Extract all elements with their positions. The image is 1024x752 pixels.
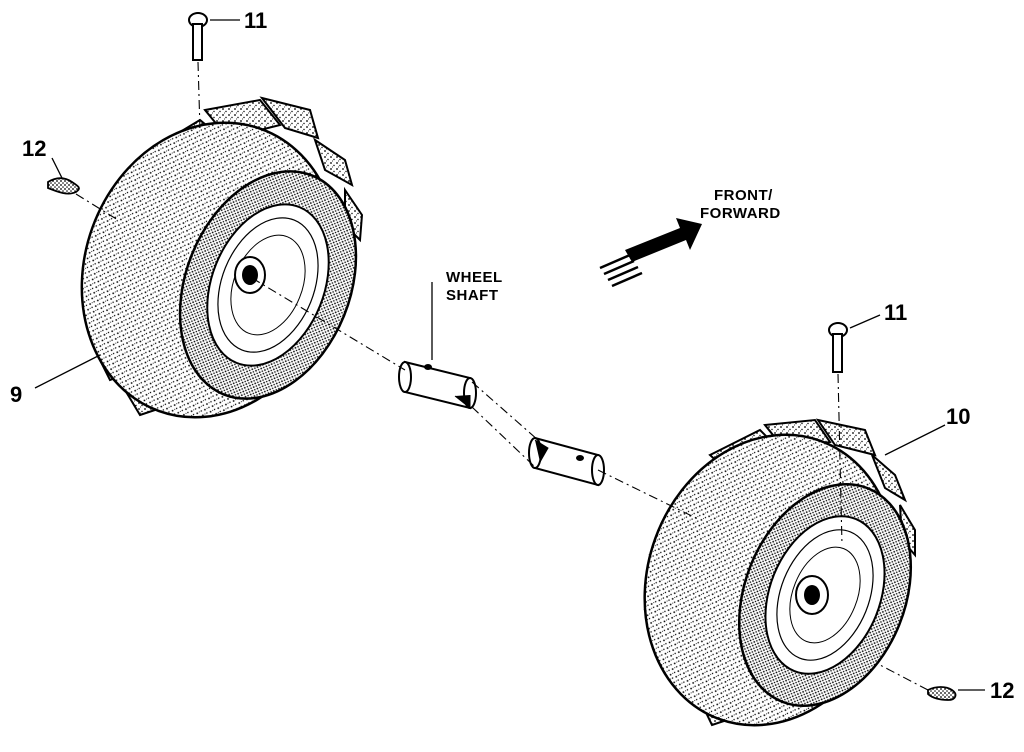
pin-top-left bbox=[188, 12, 208, 131]
forward-arrow-icon bbox=[599, 218, 702, 288]
left-wheel bbox=[80, 96, 364, 419]
clip-left bbox=[47, 177, 119, 221]
callout-10: 10 bbox=[946, 404, 970, 429]
wheel-shaft bbox=[398, 360, 605, 487]
callout-11-right: 11 bbox=[884, 300, 907, 325]
callout-9: 9 bbox=[10, 382, 22, 407]
wheel-shaft-part-b bbox=[528, 436, 605, 487]
wheel-shaft-label-line1: WHEEL bbox=[446, 269, 503, 286]
axle-centerline-left bbox=[251, 277, 406, 371]
wheel-shaft-label-line2: SHAFT bbox=[446, 287, 499, 304]
front-label-line1: FRONT/ bbox=[714, 187, 773, 204]
clip-right bbox=[879, 664, 957, 701]
right-wheel bbox=[643, 418, 916, 727]
callout-12-left: 12 bbox=[22, 136, 46, 161]
wheel-shaft-part-a bbox=[398, 360, 477, 410]
pin-right bbox=[828, 322, 848, 546]
front-label-line2: FORWARD bbox=[700, 205, 781, 222]
callout-12-right: 12 bbox=[990, 678, 1014, 703]
callout-11-top: 11 bbox=[244, 8, 267, 33]
